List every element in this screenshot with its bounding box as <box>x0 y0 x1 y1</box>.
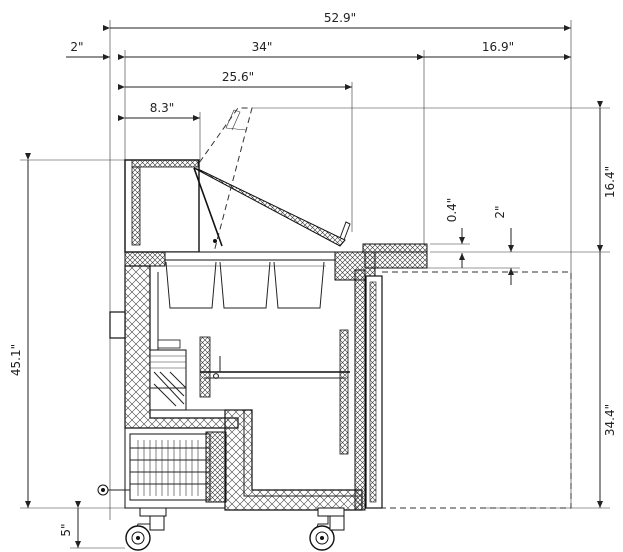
dim-board-thickness: 0.4" <box>445 198 459 223</box>
dim-board-to-top: 2" <box>493 205 507 218</box>
evaporator <box>149 339 187 411</box>
caster-left <box>125 507 167 551</box>
dim-hinge-offset: 8.3" <box>150 101 175 115</box>
condensing-unit <box>97 431 227 503</box>
dim-caster-height: 5" <box>59 523 73 536</box>
dim-overall-depth: 52.9" <box>324 11 356 25</box>
dim-cutting-board-depth: 16.9" <box>482 40 514 54</box>
dimension-lines <box>20 20 610 549</box>
dim-lid-open-depth: 25.6" <box>222 70 254 84</box>
dim-left-offset: 2" <box>70 40 83 54</box>
caster-right <box>309 507 345 551</box>
cutting-board <box>362 243 428 253</box>
shelf-rack <box>199 329 350 455</box>
cabinet-door <box>365 271 572 509</box>
open-lid-outline <box>135 107 253 253</box>
food-pans <box>165 261 326 309</box>
prep-table-lid <box>124 159 351 253</box>
dim-lid-height: 16.4" <box>603 166 617 198</box>
dim-overall-height: 45.1" <box>9 344 23 376</box>
dim-body-depth: 34" <box>252 40 273 54</box>
dim-work-height: 34.4" <box>603 404 617 436</box>
insulated-cabinet <box>109 265 366 511</box>
